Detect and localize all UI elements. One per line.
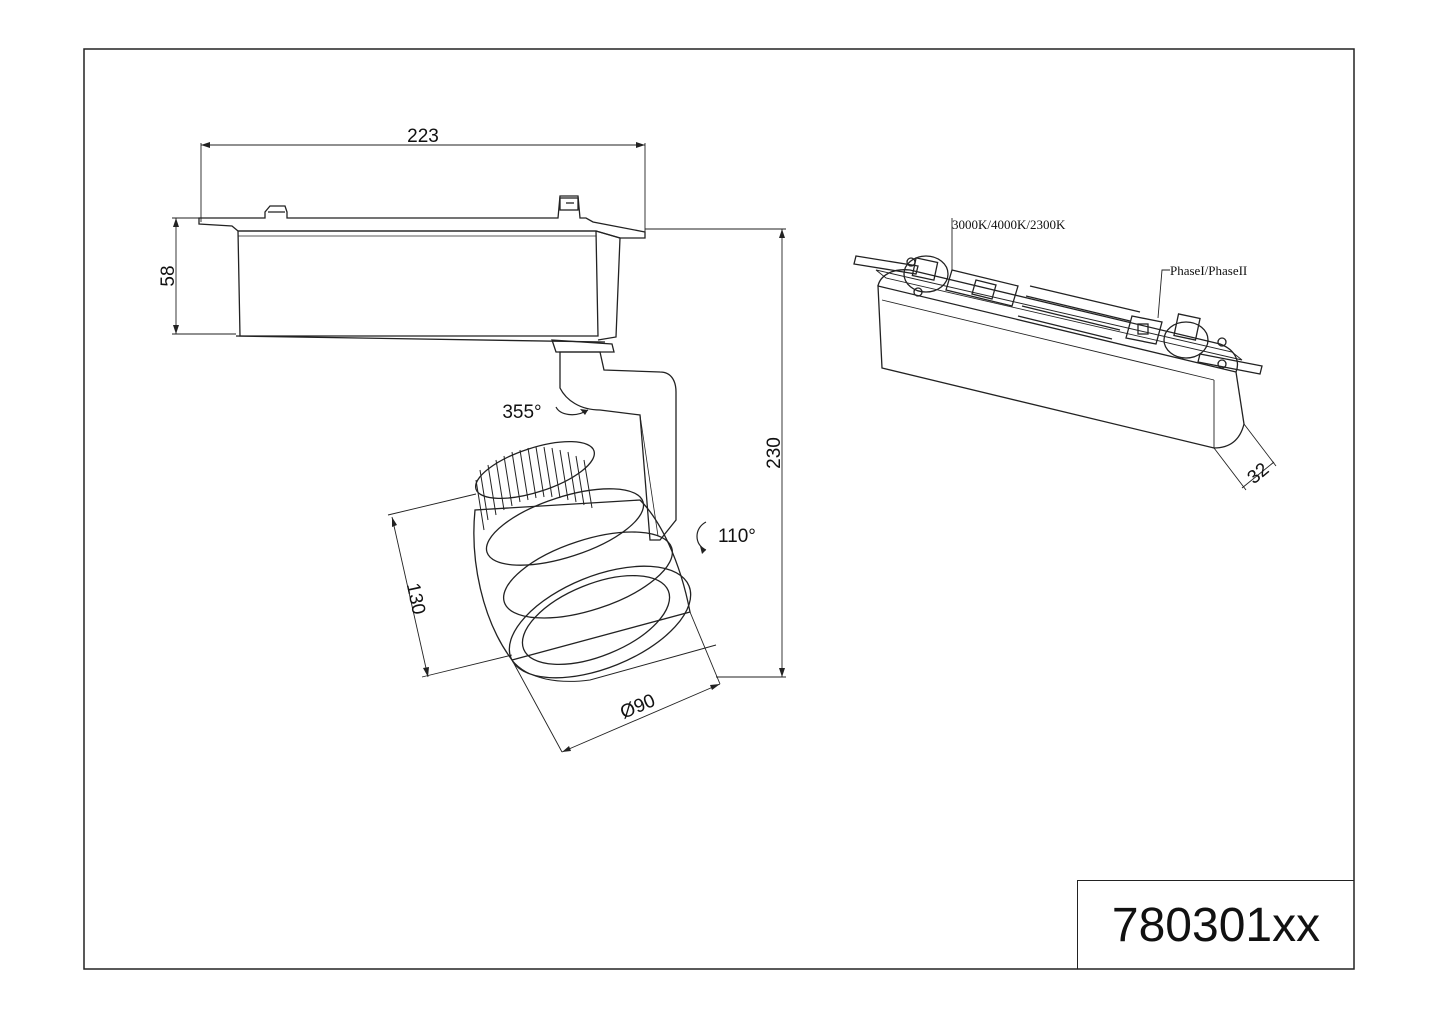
angle-110-label: 110° [718,526,756,547]
housing-bottom-edge [235,335,606,343]
iso-vent-2 [1025,295,1131,322]
dim-32-line [1241,461,1275,489]
iso-pin-right [1197,353,1263,375]
heatsink-top [474,440,596,500]
heatsink-fins [475,446,593,531]
iso-screw-3 [1217,337,1227,347]
callout-cct-label: 3000K/4000K/2300K [952,217,1066,232]
dim-223-label: 223 [407,126,439,147]
callout-phase-leader [1157,269,1170,319]
part-number: 780301xx [1111,898,1321,952]
iso-screw-4 [1217,359,1227,369]
tilt-110-arrow [696,521,707,551]
iso-body [877,285,1245,449]
arm-mount [551,339,615,353]
iso-vent-3 [1021,305,1121,331]
dim-230-label: 230 [764,437,785,469]
dim-32-ext-2 [1243,423,1277,467]
iso-phase-switch [1125,315,1163,345]
iso-vent-1 [1029,285,1141,313]
top-view-iso [853,218,1277,491]
labels: 223 58 230 130 Ø90 32 355° 110° 3000K/40… [158,126,1273,724]
arm-yoke [559,351,677,541]
iso-knob-left [903,255,949,293]
dim-32-label: 32 [1244,459,1274,489]
dim-32-ext-1 [1213,447,1247,491]
adapter-latch [559,197,579,211]
housing-side [595,230,621,341]
dim-90 [511,611,721,753]
lens-outer [508,565,692,679]
callout-phase-label: PhaseI/PhaseII [1170,263,1247,278]
spot-head [473,440,717,682]
dim-130 [387,493,513,678]
dim-58-label: 58 [158,265,179,286]
rotation-arrows [555,406,707,554]
head-body [473,499,691,661]
iso-top-edge [877,269,1239,373]
dim-230 [645,228,786,678]
lens-inner [521,574,671,666]
head-ring-top [485,488,645,566]
iso-vent-4 [1017,315,1113,340]
housing-body [237,230,599,337]
angle-355-label: 355° [502,402,541,423]
iso-pin-left [853,255,919,275]
drawing-frame [83,48,1355,970]
dim-130-label: 130 [402,581,429,616]
title-block: 780301xx [1077,880,1354,969]
iso-cct-switch [945,269,1019,307]
dim-90-label: Ø90 [617,690,658,723]
side-view [172,142,677,541]
iso-knob-right [1163,321,1209,359]
head-ring-mid [502,531,674,619]
